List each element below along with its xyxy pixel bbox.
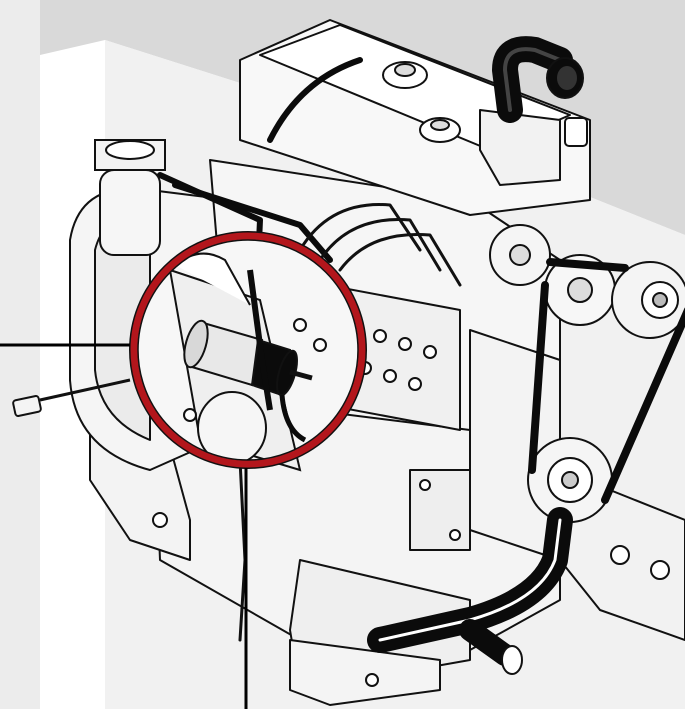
breather-cap-top [430, 119, 450, 131]
front-foot [289, 639, 441, 706]
pump-port [398, 337, 412, 351]
drive-belt [528, 258, 685, 504]
front-foot-hole [365, 673, 379, 687]
callout-bolt-2 [313, 338, 327, 352]
fuel-filter-top [105, 140, 155, 160]
outlet-pipe [459, 619, 516, 666]
pump-port [423, 345, 437, 359]
callout-circle-icon [129, 231, 367, 472]
crank-pulley-hub [561, 471, 579, 489]
solenoid-lead [279, 394, 307, 443]
lower-coolant-pipe-highlight [378, 518, 562, 642]
fuel-filter-assembly [94, 139, 166, 256]
callout-ring-inner [137, 239, 359, 461]
pump-port [408, 377, 422, 391]
wire-connector [12, 378, 131, 417]
pump-port [373, 329, 387, 343]
left-bracket-hole [152, 512, 168, 528]
connector-plug [12, 395, 42, 417]
fuel-filter-bowl [99, 169, 161, 256]
connector-wire [39, 378, 131, 402]
callout-fuel-line [247, 269, 273, 411]
fuel-line-3 [267, 57, 363, 143]
callout-ring-red [130, 232, 366, 468]
callout-detail [168, 252, 327, 472]
callout-leaders [0, 343, 248, 709]
hose-end-inner [557, 66, 577, 90]
injector-line-3 [338, 232, 462, 287]
front-plate-bolt-2 [449, 529, 461, 541]
solenoid-end-face [183, 319, 209, 369]
front-plate [409, 469, 471, 551]
belt-left-run [528, 281, 549, 474]
coolant-port [564, 117, 588, 147]
fuel-solenoid-icon [183, 319, 313, 443]
callout-bolt-3 [183, 408, 197, 422]
left-shade [0, 0, 40, 709]
right-mount-bolt-2 [650, 560, 670, 580]
alternator-hub [652, 292, 668, 308]
upper-radiator-hose-highlight [503, 47, 562, 112]
solenoid-plunger [289, 369, 313, 381]
injector-line-2 [318, 218, 442, 272]
pump-port [383, 369, 397, 383]
right-mount-bolt [610, 545, 630, 565]
water-pump-hub [509, 244, 531, 266]
thermostat-housing [479, 109, 561, 186]
belt-right-run [601, 307, 685, 504]
belt-top-run [546, 258, 629, 272]
callout-bolt [293, 318, 307, 332]
hoses [157, 36, 584, 675]
oil-filler-cap-top [394, 63, 416, 77]
front-plate-bolt [419, 479, 431, 491]
callout-ring [129, 231, 367, 469]
fan-pulley-hub [567, 277, 593, 303]
outlet-pipe-end [501, 645, 523, 675]
injector-line-1 [298, 203, 422, 252]
